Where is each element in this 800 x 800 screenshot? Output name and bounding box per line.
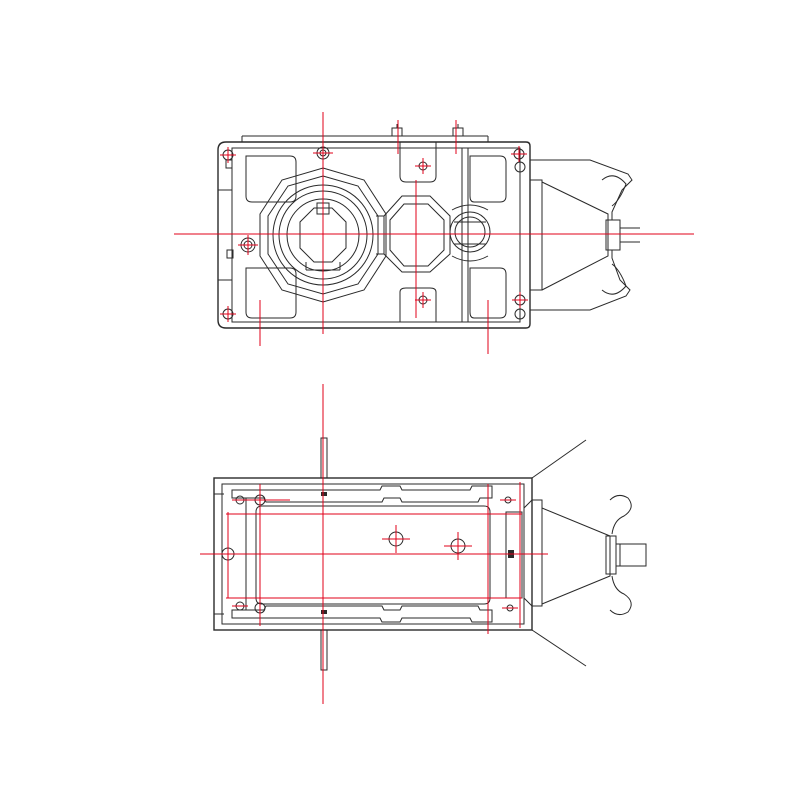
centerlines-top bbox=[174, 112, 694, 354]
flange-front bbox=[505, 439, 647, 667]
housing-pocket bbox=[231, 485, 493, 623]
input-flange-adapter bbox=[529, 159, 640, 311]
front-view bbox=[200, 384, 647, 704]
housing-outline bbox=[217, 135, 531, 329]
corner-pads bbox=[245, 142, 507, 322]
top-view bbox=[174, 112, 694, 354]
intermediate-bearing-boss bbox=[376, 195, 451, 273]
input-bearing-boss bbox=[449, 204, 491, 262]
centerlines-front bbox=[200, 384, 548, 704]
output-shaft bbox=[320, 437, 328, 671]
